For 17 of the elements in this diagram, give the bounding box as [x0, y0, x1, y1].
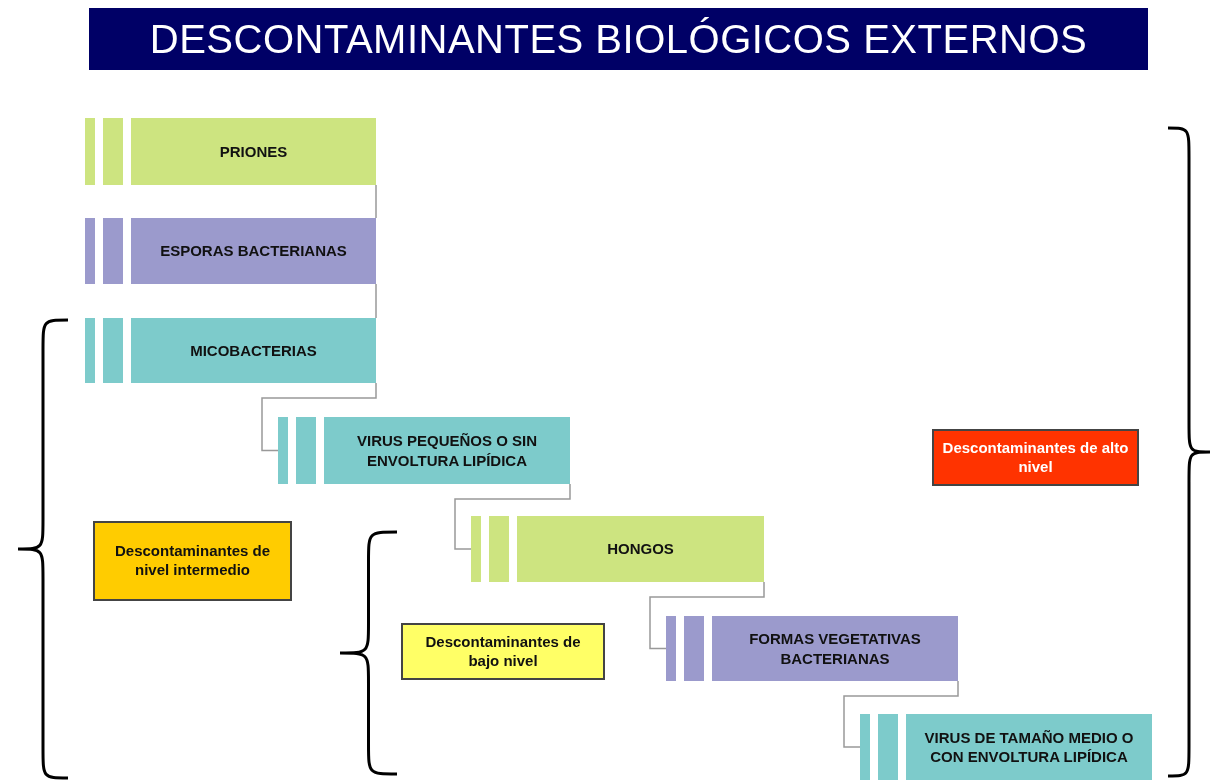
- organism-box: ESPORAS BACTERIANAS: [131, 218, 376, 284]
- organism-box: VIRUS PEQUEÑOS O SIN ENVOLTURA LIPÍDICA: [324, 417, 570, 484]
- category-box: Descontaminantes de bajo nivel: [401, 623, 605, 680]
- category-box: Descontaminantes de nivel intermedio: [93, 521, 292, 601]
- connector-line: [375, 184, 377, 219]
- connector-line: [843, 680, 959, 748]
- category-box: Descontaminantes de alto nivel: [932, 429, 1139, 486]
- connector-line: [375, 283, 377, 319]
- organism-box: PRIONES: [131, 118, 376, 185]
- organism-box: VIRUS DE TAMAÑO MEDIO O CON ENVOLTURA LIPÍDICA: [906, 714, 1152, 780]
- connector-line: [649, 581, 765, 650]
- title-banner: DESCONTAMINANTES BIOLÓGICOS EXTERNOS: [89, 8, 1148, 70]
- organism-box: MICOBACTERIAS: [131, 318, 376, 383]
- connector-line: [454, 483, 571, 550]
- organism-box: HONGOS: [517, 516, 764, 582]
- connector-line: [261, 382, 377, 452]
- organism-box: FORMAS VEGETATIVAS BACTERIANAS: [712, 616, 958, 681]
